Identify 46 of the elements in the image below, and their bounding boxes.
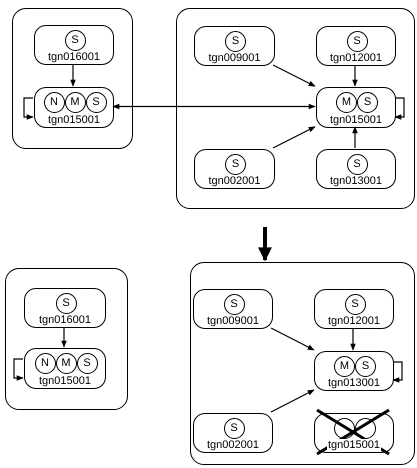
node-label: tgn012001: [329, 52, 383, 64]
node-label: tgn002001: [206, 439, 260, 451]
node-label: tgn015001: [327, 439, 381, 451]
rounded-box: [193, 289, 273, 329]
rounded-box: [24, 288, 106, 328]
arrow: [272, 64, 316, 87]
rounded-box: [34, 25, 114, 65]
node-label: tgn002001: [208, 175, 262, 187]
panel: [5, 268, 128, 410]
rounded-box: [316, 149, 396, 189]
node-label: tgn015001: [47, 114, 101, 126]
rounded-box: [316, 26, 396, 66]
node-label: tgn009001: [208, 52, 262, 64]
self-loop-arrow: [392, 361, 403, 383]
rounded-box: [194, 149, 275, 189]
node-label: tgn016001: [38, 314, 92, 326]
node-label: tgn016001: [47, 51, 101, 63]
rounded-box: [194, 26, 275, 66]
double-arrow: [112, 104, 316, 110]
self-loop-arrow: [23, 97, 34, 120]
rounded-box: [314, 289, 394, 329]
node-label: tgn009001: [206, 315, 260, 327]
arrow: [272, 126, 316, 149]
node-label: tgn012001: [327, 315, 381, 327]
node-label: tgn015001: [38, 375, 92, 387]
arrow: [352, 126, 358, 148]
arrow: [70, 64, 76, 87]
self-loop-arrow: [394, 97, 405, 120]
arrow: [352, 65, 358, 87]
rounded-box: [24, 348, 106, 389]
node-label: tgn013001: [329, 175, 383, 187]
rounded-box: [193, 413, 273, 453]
rounded-box: [314, 351, 394, 391]
arrow: [61, 327, 67, 348]
rounded-box: [34, 87, 114, 128]
panel: [176, 8, 415, 209]
node-label: tgn015001: [329, 114, 383, 126]
panel: [12, 8, 133, 149]
transition-arrow: [258, 227, 272, 262]
self-loop-arrow: [13, 358, 24, 381]
arrow: [270, 389, 315, 413]
panel: [190, 262, 415, 465]
rounded-box: [316, 87, 396, 128]
arrow: [350, 328, 356, 351]
arrow: [270, 327, 315, 351]
node-label: tgn013001: [327, 377, 381, 389]
